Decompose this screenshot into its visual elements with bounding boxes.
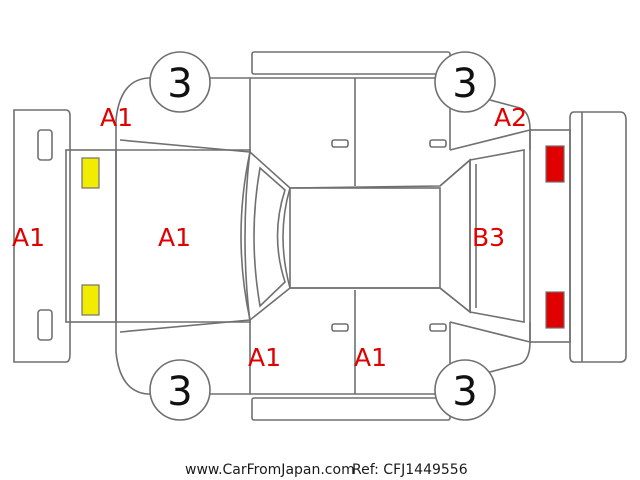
rear-left-lamp [545,145,565,183]
damage-code-rear-left-fender: A2 [494,103,527,132]
rear-bumper [569,111,627,363]
tire-rear-left-condition: 3 [452,61,477,107]
damage-code-front-right-door: A1 [248,343,281,372]
damage-code-front-bumper: A1 [12,223,45,252]
tire-front-left-condition: 3 [167,61,192,107]
front-panel [65,149,117,323]
roof-rails [251,51,451,421]
footer-site: www.CarFromJapan.com [185,462,355,478]
tailgate [469,149,525,323]
damage-code-rear-right-door: A1 [354,343,387,372]
tire-rear-right-condition: 3 [452,369,477,415]
footer-ref: Ref: CFJ1449556 [352,462,468,478]
tire-front-right-condition: 3 [167,369,192,415]
rear-right-lamp [545,291,565,329]
damage-code-hood: A1 [158,223,191,252]
tire-front-left: 3 [149,51,211,113]
front-right-lamp [81,284,100,316]
footer: www.CarFromJapan.com Ref: CFJ1449556 [185,462,468,478]
front-bumper [13,109,71,363]
tire-front-right: 3 [149,359,211,421]
tire-rear-left: 3 [434,51,496,113]
front-left-lamp [81,157,100,189]
tire-rear-right: 3 [434,359,496,421]
rear-panel [529,129,571,343]
damage-code-tailgate: B3 [472,223,505,252]
damage-code-front-left-fender: A1 [100,103,133,132]
